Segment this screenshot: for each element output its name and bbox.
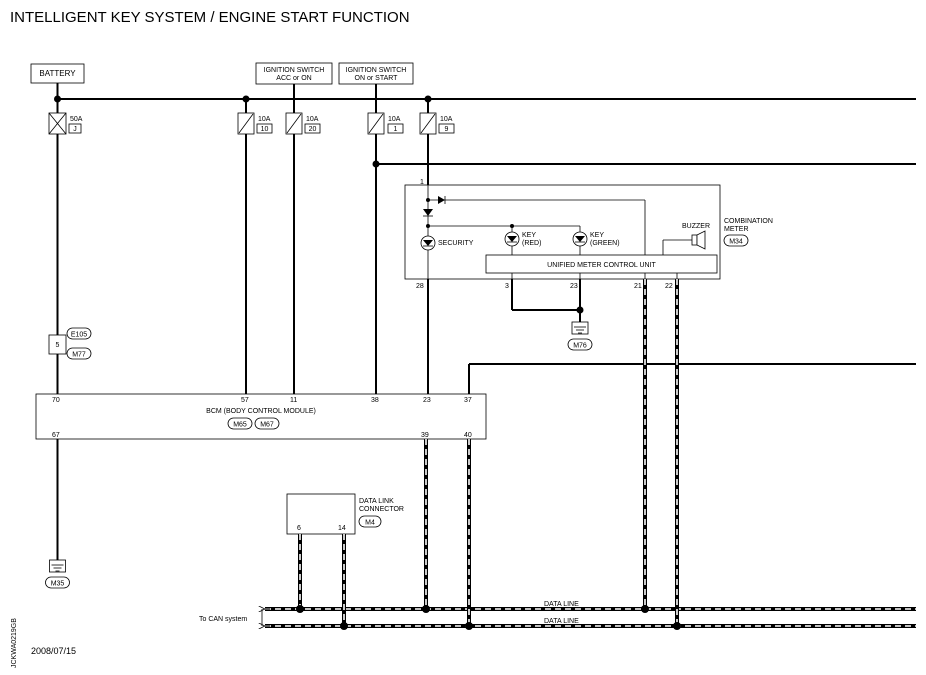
bcm-pin-11: 11 <box>290 397 297 404</box>
ignition-switch-on-box: IGNITION SWITCH ON or START <box>338 62 414 85</box>
bcm-pin-67: 67 <box>52 432 60 439</box>
bcm-pin-39: 39 <box>421 432 429 439</box>
dlc-label-1: DATA LINK <box>359 498 394 505</box>
fuse-1-id: 1 <box>394 126 398 133</box>
joint-conn-top: E105 <box>71 332 87 339</box>
diagram-date: 2008/07/15 <box>31 646 76 656</box>
fuse-9-rating: 10A <box>440 116 453 123</box>
key-red-label-2: (RED) <box>522 240 541 247</box>
joint-connector: 5 E105 M77 <box>48 327 92 360</box>
bcm-pin-38: 38 <box>371 397 379 404</box>
ign-on-label-2: ON or START <box>355 75 399 82</box>
meter-name-1: COMBINATION <box>724 218 773 225</box>
bcm-pin-23: 23 <box>423 397 431 404</box>
buzzer-label: BUZZER <box>682 223 710 230</box>
meter-name-2: METER <box>724 226 749 233</box>
key-green-label-2: (GREEN) <box>590 240 620 247</box>
ign-acc-label-2: ACC or ON <box>276 75 311 82</box>
fuse-10-id: 10 <box>261 126 269 133</box>
bcm-conn-2: M67 <box>260 422 274 429</box>
meter-pin-3: 3 <box>505 283 509 290</box>
diagram-title: INTELLIGENT KEY SYSTEM / ENGINE START FU… <box>10 9 410 26</box>
bcm-pin-37: 37 <box>464 397 472 404</box>
joint-pin: 5 <box>56 342 60 349</box>
can-system-label: To CAN system <box>199 616 247 623</box>
ground-m76-icon <box>571 321 589 335</box>
fuse-10a-10: 10A 10 <box>237 112 273 135</box>
fuse-50a-id: J <box>73 126 77 133</box>
data-line-label-1: DATA LINE <box>544 601 579 608</box>
meter-pin-1: 1 <box>420 179 424 186</box>
ignition-switch-acc-box: IGNITION SWITCH ACC or ON <box>255 62 333 85</box>
data-line-label-2: DATA LINE <box>544 618 579 625</box>
bcm-pin-40: 40 <box>464 432 472 439</box>
bcm-pin-57: 57 <box>241 397 249 404</box>
unified-meter-label: UNIFIED METER CONTROL UNIT <box>547 262 656 269</box>
fuse-20-rating: 10A <box>306 116 319 123</box>
battery-box: BATTERY <box>30 63 85 84</box>
dlc-pin-6: 6 <box>297 525 301 532</box>
meter-pin-23: 23 <box>570 283 578 290</box>
bcm-ground-label: M35 <box>51 581 65 588</box>
meter-pin-21: 21 <box>634 283 642 290</box>
fuse-10a-20: 10A 20 <box>285 112 321 135</box>
dlc-label-2: CONNECTOR <box>359 506 404 513</box>
meter-connector: M34 <box>729 239 743 246</box>
key-green-label-1: KEY <box>590 232 604 239</box>
bcm-module: BCM (BODY CONTROL MODULE) M65 M67 70 57 … <box>35 393 487 440</box>
fuse-50a-rating: 50A <box>70 116 83 123</box>
meter-ground-label: M76 <box>573 343 587 350</box>
can-wiring <box>265 279 916 630</box>
fuse-20-id: 20 <box>309 126 317 133</box>
buzzer-icon <box>662 230 706 255</box>
fuse-50a: 50A J <box>48 112 83 135</box>
ign-on-label-1: IGNITION SWITCH <box>346 67 407 74</box>
ign-acc-label-1: IGNITION SWITCH <box>264 67 325 74</box>
diagram-code: JCKWA0219GB <box>11 618 18 668</box>
bcm-conn-1: M65 <box>233 422 247 429</box>
joint-conn-bottom: M77 <box>72 352 86 359</box>
bcm-pin-70: 70 <box>52 397 60 404</box>
fuse-1-rating: 10A <box>388 116 401 123</box>
data-link-connector: 6 14 <box>286 493 356 535</box>
battery-label: BATTERY <box>39 69 76 78</box>
meter-pin-22: 22 <box>665 283 673 290</box>
dlc-connector: M4 <box>365 520 375 527</box>
combination-meter: 1 SECURITY KEY (RED) KEY (GREEN) <box>404 179 721 290</box>
security-led-label: SECURITY <box>438 240 474 247</box>
fuse-9-id: 9 <box>445 126 449 133</box>
key-red-label-1: KEY <box>522 232 536 239</box>
bcm-label: BCM (BODY CONTROL MODULE) <box>206 408 316 415</box>
unified-meter-control-unit <box>485 254 718 274</box>
fuse-10a-9: 10A 9 <box>419 112 455 135</box>
ground-m35-icon <box>49 559 66 573</box>
dlc-pin-14: 14 <box>338 525 346 532</box>
fuse-10-rating: 10A <box>258 116 271 123</box>
meter-pin-28: 28 <box>416 283 424 290</box>
fuse-10a-1: 10A 1 <box>367 112 404 135</box>
